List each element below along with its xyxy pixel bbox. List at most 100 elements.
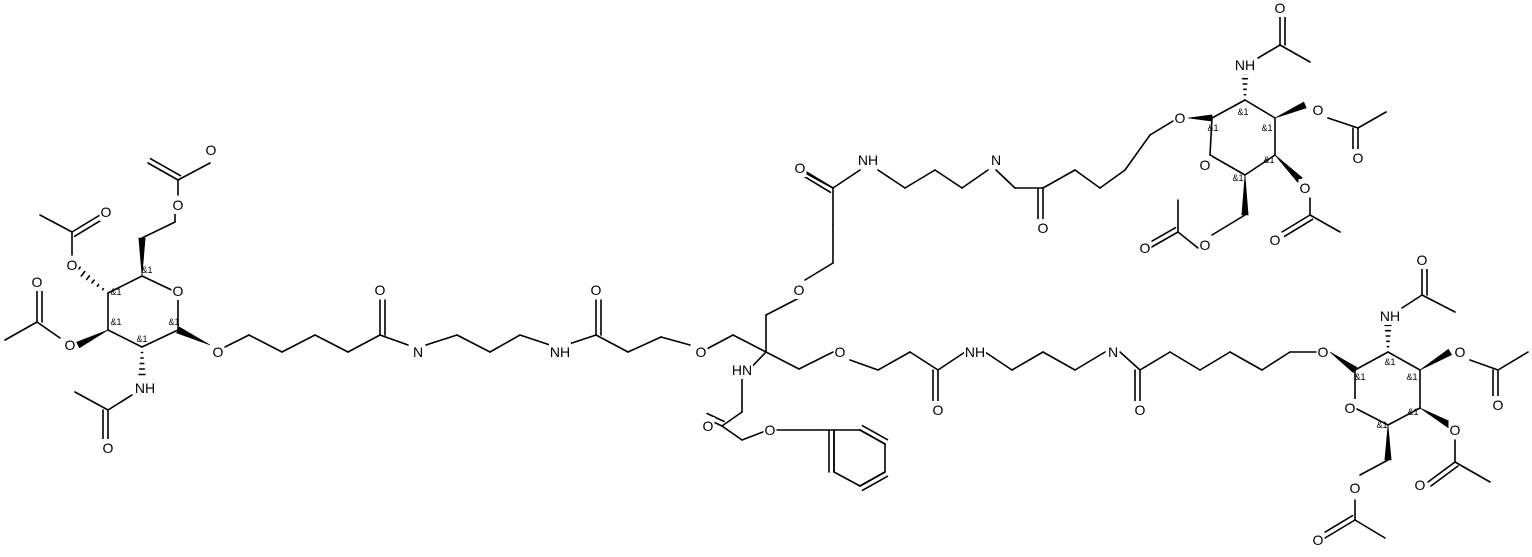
- bond: [1074, 351, 1106, 371]
- bond-hash: [101, 287, 105, 291]
- label-o-cbz-carbonyl-bg: [701, 417, 715, 435]
- bond-wedge: [176, 326, 211, 346]
- label-o-right-c6-carbonyl: O: [1313, 532, 1324, 548]
- bond: [732, 334, 767, 353]
- bond: [1011, 351, 1044, 371]
- label-o-left-c4: O: [67, 257, 78, 273]
- bond: [995, 169, 1016, 189]
- bond: [519, 334, 551, 346]
- bond: [877, 351, 911, 371]
- label-o-left-c6-bg: [171, 196, 185, 214]
- bond: [1211, 214, 1246, 236]
- label-o-left-ether: O: [696, 344, 707, 360]
- bond: [1244, 99, 1276, 119]
- label-o-left-c4-bg: [65, 256, 79, 274]
- bond-hash: [85, 275, 91, 281]
- bond: [74, 391, 109, 411]
- bond: [1469, 359, 1499, 371]
- label-nh-top-c2-bg: [1234, 56, 1256, 74]
- label-o-left-glyco: O: [213, 344, 224, 360]
- label-o-top-c3-bg: [1311, 101, 1325, 119]
- label-o-left-c2-carbonyl: O: [103, 440, 114, 456]
- label-nh-left1-bg: [549, 343, 571, 361]
- bond: [489, 334, 521, 353]
- bond: [1229, 351, 1263, 371]
- label-nh-right-c2: NH: [1380, 308, 1400, 324]
- bond: [1042, 351, 1076, 371]
- bond-wedge: [1274, 101, 1307, 119]
- stereo-label: &1: [1354, 372, 1365, 382]
- label-o-right-glyco: O: [1318, 344, 1329, 360]
- bond: [627, 336, 662, 353]
- bond: [1454, 461, 1491, 483]
- label-n-right2-bg: [1106, 343, 1120, 361]
- bond: [660, 336, 691, 346]
- bond-wedge: [76, 329, 109, 349]
- label-o-right-c6-bg: [1348, 479, 1362, 497]
- label-o-left-c6-carbonyl-bg: [204, 141, 218, 159]
- bond: [107, 275, 143, 294]
- label-o-cbz-ester-bg: [763, 421, 777, 439]
- bond: [1169, 351, 1201, 371]
- label-n-left2-bg: [411, 343, 425, 361]
- bond: [1139, 351, 1171, 371]
- bond: [1119, 351, 1141, 371]
- bond: [765, 351, 800, 370]
- label-o-left-c3-carbonyl-bg: [30, 273, 44, 291]
- bond-wedge: [1187, 114, 1213, 122]
- label-o-right-amide2: O: [1135, 402, 1146, 418]
- bond: [1124, 134, 1151, 171]
- label-o-cbz-carbonyl: O: [703, 418, 714, 434]
- bond-double: [859, 471, 886, 487]
- label-o-top-ether: O: [794, 282, 805, 298]
- bond: [1042, 169, 1076, 189]
- label-o-left-amide1-bg: [589, 281, 603, 299]
- bond-double: [859, 429, 886, 445]
- bond: [4, 321, 38, 341]
- label-o-right-c4: O: [1450, 422, 1461, 438]
- label-o-left-c4-carbonyl: O: [101, 204, 112, 220]
- bond-wedge: [1419, 407, 1453, 429]
- bond: [984, 351, 1013, 371]
- label-nh-top-c2: NH: [1235, 57, 1255, 73]
- label-o-top-ether-bg: [792, 281, 806, 299]
- label-o-top-c6-carbonyl-bg: [1138, 239, 1152, 257]
- bond-double: [861, 475, 889, 492]
- label-o-left-ether-bg: [694, 343, 708, 361]
- bond: [1357, 111, 1387, 129]
- bond: [1421, 294, 1456, 313]
- label-o-top-amide2-bg: [1036, 219, 1050, 237]
- bond: [141, 221, 176, 239]
- bond: [248, 334, 283, 353]
- label-o-right-c3-carbonyl: O: [1493, 397, 1504, 413]
- label-o-top-c4-carbonyl-bg: [1268, 231, 1282, 249]
- bond: [1177, 231, 1199, 249]
- label-o-left-c3-carbonyl: O: [32, 274, 43, 290]
- bond: [36, 321, 61, 339]
- label-o-right-c4-bg: [1448, 421, 1462, 439]
- bond: [1199, 351, 1231, 371]
- bonds: [4, 14, 1529, 539]
- bond: [1387, 351, 1421, 371]
- bond-double: [1321, 514, 1354, 535]
- bond: [1074, 169, 1101, 189]
- bond: [347, 334, 381, 353]
- label-o-right-c3-carbonyl-bg: [1491, 396, 1505, 414]
- label-o-left-c6-carbonyl: O: [206, 142, 217, 158]
- label-o-top-glyco-bg: [1173, 109, 1187, 127]
- label-nh-top1-bg: [857, 151, 879, 169]
- label-n-right2: N: [1108, 344, 1118, 360]
- label-o-left-amide2-bg: [373, 281, 387, 299]
- bond: [1209, 154, 1246, 176]
- label-o-right-amide1-bg: [931, 401, 945, 419]
- label-o-top-ring-bg: [1198, 156, 1212, 174]
- label-o-left-c6: O: [173, 197, 184, 213]
- label-o-top-c4-carbonyl: O: [1270, 232, 1281, 248]
- bond: [961, 169, 989, 189]
- bond-wedge: [1419, 348, 1453, 371]
- bond-double: [706, 412, 725, 423]
- bond: [833, 471, 861, 487]
- bond: [1257, 44, 1281, 59]
- label-hn-cbz: HN: [732, 362, 752, 378]
